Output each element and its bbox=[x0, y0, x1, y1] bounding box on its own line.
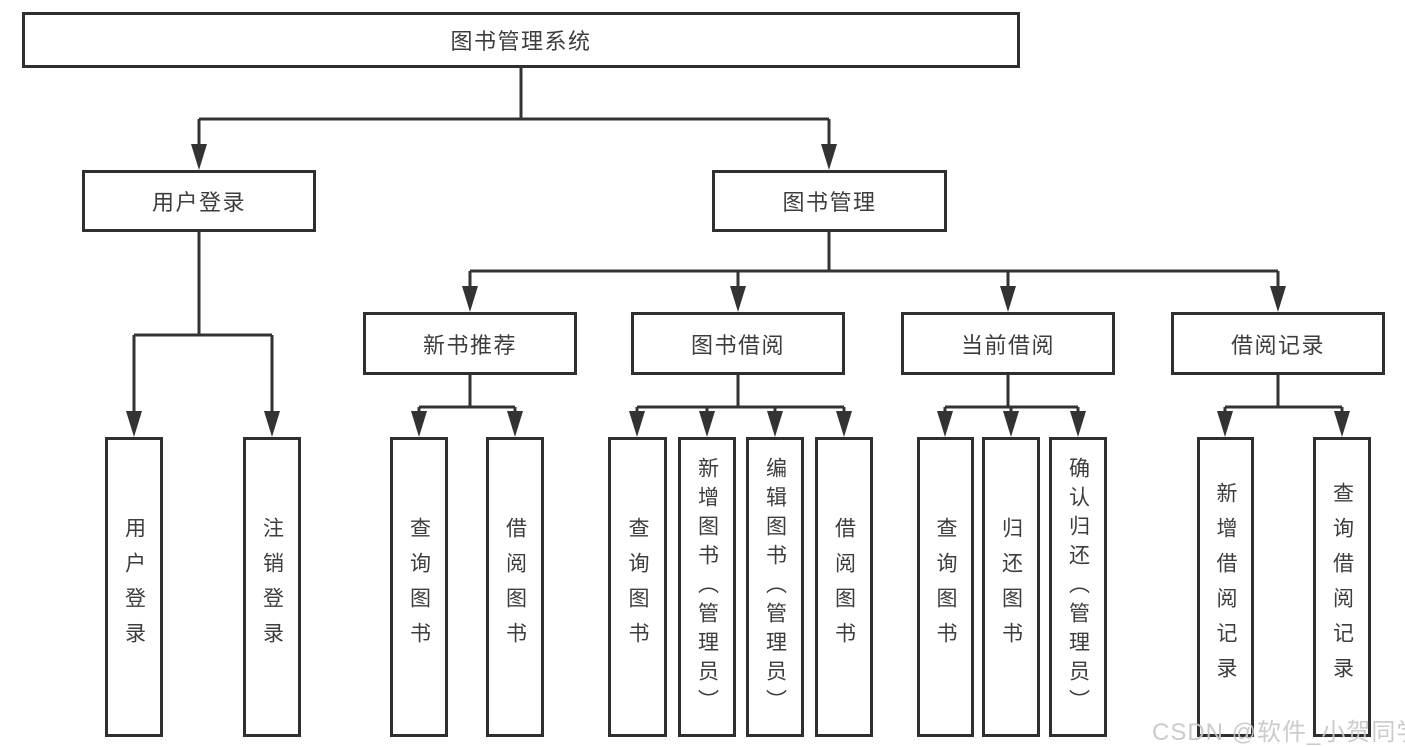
leaf-borrow-borrow-book: 借阅图书 bbox=[815, 437, 873, 737]
node-root: 图书管理系统 bbox=[22, 12, 1020, 68]
node-book-borrow: 图书借阅 bbox=[631, 312, 845, 375]
leaf-user-login: 用户登录 bbox=[105, 437, 163, 737]
leaf-borrow-borrow-book-label: 借阅图书 bbox=[832, 517, 856, 657]
node-user-login: 用户登录 bbox=[82, 170, 316, 232]
leaf-records-add-record-label: 新增借阅记录 bbox=[1214, 482, 1237, 692]
leaf-current-confirm-return: 确认归还（管理员） bbox=[1049, 437, 1107, 737]
leaf-current-query-book-label: 查询图书 bbox=[934, 517, 957, 657]
leaf-borrow-query-book: 查询图书 bbox=[608, 437, 667, 737]
leaf-borrow-edit-book-label: 编辑图书（管理员） bbox=[763, 456, 787, 718]
leaf-recommend-query-book-label: 查询图书 bbox=[407, 517, 431, 657]
node-borrow-records: 借阅记录 bbox=[1171, 312, 1385, 375]
leaf-recommend-query-book: 查询图书 bbox=[390, 437, 448, 737]
node-current-borrow-label: 当前借阅 bbox=[960, 332, 1055, 358]
leaf-logout-label: 注销登录 bbox=[260, 517, 284, 657]
leaf-records-add-record: 新增借阅记录 bbox=[1197, 437, 1254, 737]
connector-new-book-recommend-to-leaves bbox=[411, 375, 523, 437]
node-current-borrow: 当前借阅 bbox=[901, 312, 1115, 375]
leaf-current-query-book: 查询图书 bbox=[917, 437, 974, 737]
leaf-logout: 注销登录 bbox=[243, 437, 301, 737]
node-book-borrow-label: 图书借阅 bbox=[690, 332, 785, 358]
connector-user-login-to-leaves bbox=[126, 232, 280, 437]
leaf-recommend-borrow-book-label: 借阅图书 bbox=[503, 517, 527, 657]
leaf-borrow-add-book: 新增图书（管理员） bbox=[678, 437, 736, 737]
node-book-management-label: 图书管理 bbox=[782, 190, 877, 215]
leaf-current-return-book-label: 归还图书 bbox=[999, 517, 1023, 657]
node-borrow-records-label: 借阅记录 bbox=[1230, 332, 1325, 358]
leaf-records-query-record: 查询借阅记录 bbox=[1313, 437, 1371, 737]
connector-root-to-level2 bbox=[191, 66, 837, 170]
node-new-book-recommend-label: 新书推荐 bbox=[422, 332, 517, 358]
node-book-management: 图书管理 bbox=[712, 170, 947, 232]
node-new-book-recommend: 新书推荐 bbox=[363, 312, 577, 375]
leaf-recommend-borrow-book: 借阅图书 bbox=[486, 437, 544, 737]
connector-current-borrow-to-leaves bbox=[937, 375, 1086, 437]
connector-book-management-to-level3 bbox=[462, 232, 1286, 312]
leaf-borrow-query-book-label: 查询图书 bbox=[626, 517, 649, 657]
leaf-borrow-edit-book: 编辑图书（管理员） bbox=[746, 437, 804, 737]
node-root-label: 图书管理系统 bbox=[450, 29, 592, 54]
leaf-current-confirm-return-label: 确认归还（管理员） bbox=[1066, 456, 1090, 718]
leaf-user-login-label: 用户登录 bbox=[122, 517, 146, 657]
connector-book-borrow-to-leaves bbox=[629, 375, 852, 437]
leaf-records-query-record-label: 查询借阅记录 bbox=[1330, 482, 1354, 692]
watermark: CSDN @软件_小贺同学 bbox=[1152, 719, 1405, 746]
leaf-current-return-book: 归还图书 bbox=[982, 437, 1040, 737]
connector-borrow-records-to-leaves bbox=[1217, 375, 1350, 437]
leaf-borrow-add-book-label: 新增图书（管理员） bbox=[695, 456, 719, 718]
node-user-login-label: 用户登录 bbox=[151, 190, 246, 215]
